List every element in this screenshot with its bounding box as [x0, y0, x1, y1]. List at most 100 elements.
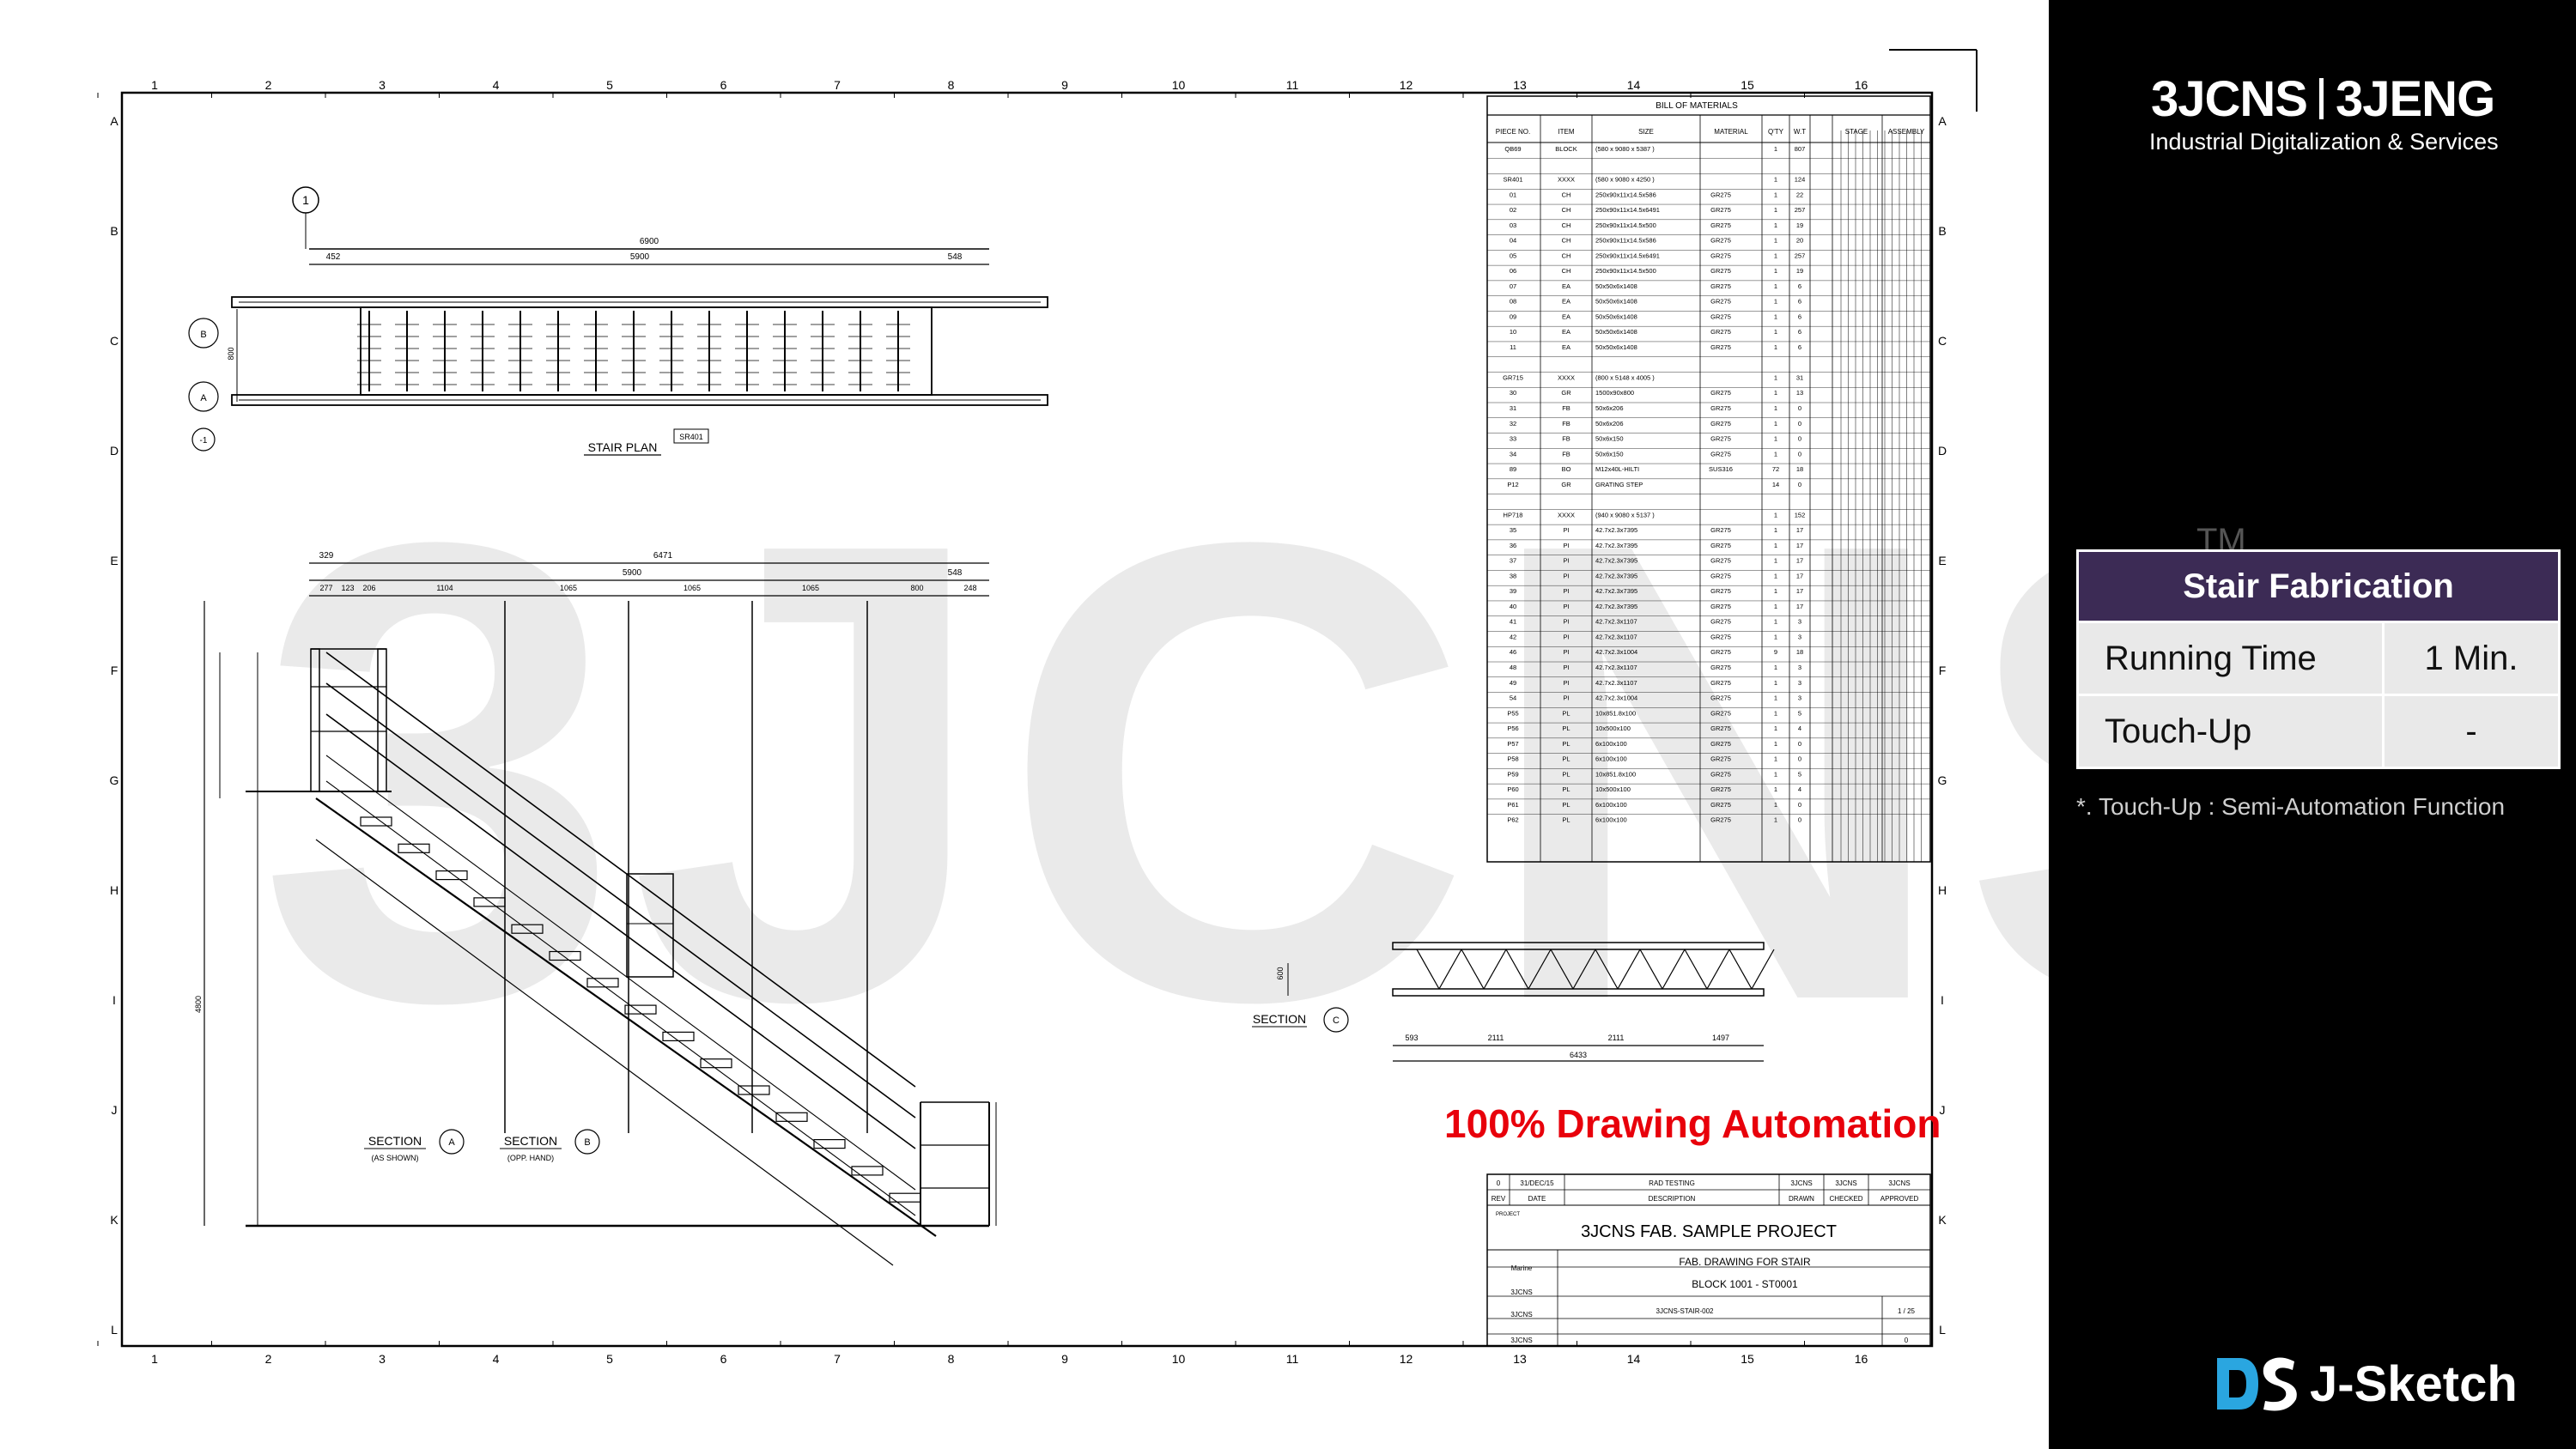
- bom-cell: QB69: [1504, 145, 1521, 153]
- grid-row-label: D: [1938, 444, 1947, 458]
- bom-cell: PI: [1563, 618, 1569, 626]
- bom-cell: 40: [1510, 603, 1516, 610]
- drawing-area: 3JCNS 1122334455667788991010111112121313…: [97, 49, 2049, 1366]
- bom-cell: 1: [1774, 267, 1777, 275]
- bom-cell: 31: [1510, 404, 1516, 412]
- bom-cell: 42.7x2.3x1107: [1595, 618, 1637, 626]
- bom-cell: 42.7x2.3x7395: [1595, 526, 1637, 534]
- stair-step: [360, 816, 392, 827]
- dimension-text: 5900: [630, 252, 650, 262]
- title-label: PROJECT: [1496, 1212, 1520, 1217]
- grid-column-label: 3: [379, 78, 386, 92]
- bom-cell: 1: [1774, 618, 1777, 626]
- checked-by: 3JCNS: [1510, 1311, 1532, 1319]
- headline: 100% Drawing Automation: [1444, 1101, 1941, 1146]
- bom-cell: 1: [1774, 206, 1777, 214]
- bom-cell: GR275: [1710, 572, 1731, 579]
- bom-cell: 1: [1774, 664, 1777, 671]
- revision-cell: 3JCNS: [1888, 1179, 1910, 1187]
- info-row-running-time: Running Time 1 Min.: [2079, 621, 2558, 694]
- grid-row-label: I: [1941, 993, 1944, 1007]
- stair-step: [775, 1112, 808, 1122]
- bom-cell: P62: [1507, 816, 1518, 824]
- bom-cell: 1: [1774, 633, 1777, 640]
- bom-cell: 04: [1510, 237, 1516, 245]
- bom-cell: GR275: [1710, 709, 1731, 717]
- bom-cell: 42.7x2.3x1004: [1595, 648, 1637, 656]
- revision-number: 0: [1905, 1337, 1909, 1344]
- bom-cell: 41: [1510, 618, 1516, 626]
- bom-cell: PI: [1563, 664, 1569, 671]
- bom-cell: PI: [1563, 648, 1569, 656]
- detail-marker-label: 1: [302, 193, 309, 207]
- chord-top: [1392, 942, 1765, 950]
- bom-cell: 17: [1796, 603, 1803, 610]
- bom-cell: 10x500x100: [1595, 785, 1631, 793]
- stair-step: [586, 978, 619, 988]
- bom-cell: 3: [1798, 679, 1801, 687]
- watermark: 3JCNS: [258, 408, 2049, 1137]
- grid-row-label: K: [110, 1213, 118, 1227]
- grid-row-label: F: [111, 664, 118, 677]
- stair-stringer: [315, 839, 894, 1266]
- revision-cell: RAD TESTING: [1649, 1179, 1695, 1187]
- bom-cell: 0: [1798, 755, 1801, 763]
- grid-column-label: 4: [493, 1352, 500, 1366]
- grid-column-label: 14: [1627, 78, 1641, 92]
- dimension-text: 123: [341, 584, 354, 592]
- bom-cell: GR275: [1710, 343, 1731, 351]
- bom-cell: 250x90x11x14.5x500: [1595, 267, 1656, 275]
- drawn-by: 3JCNS: [1510, 1288, 1532, 1296]
- grid-column-label: 2: [265, 78, 272, 92]
- bom-cell: 42.7x2.3x1107: [1595, 633, 1637, 640]
- bom-cell: CH: [1562, 252, 1571, 259]
- bom-cell: PL: [1562, 724, 1570, 732]
- stair-step: [511, 924, 544, 934]
- bom-cell: P12: [1507, 481, 1518, 488]
- dimension-text: 600: [1276, 967, 1285, 979]
- bom-cell: 1500x90x800: [1595, 389, 1634, 397]
- bom-cell: GR275: [1710, 664, 1731, 671]
- bom-cell: 35: [1510, 526, 1516, 534]
- bom-cell: PI: [1563, 633, 1569, 640]
- section-marker-label: A: [200, 393, 207, 403]
- bom-cell: PL: [1562, 785, 1570, 793]
- grid-column-label: 10: [1172, 78, 1186, 92]
- bom-cell: 1: [1774, 740, 1777, 748]
- info-table: Stair Fabrication Running Time 1 Min. To…: [2076, 549, 2561, 769]
- section-marker-label: B: [200, 330, 206, 340]
- bom-cell: GR275: [1710, 740, 1731, 748]
- bom-cell: 1: [1774, 343, 1777, 351]
- grid-column-label: 14: [1627, 1352, 1641, 1366]
- dimension-text: 800: [227, 347, 235, 360]
- info-label: Touch-Up: [2079, 696, 2385, 767]
- bom-cell: XXXX: [1558, 176, 1575, 184]
- bom-cell: 48: [1510, 664, 1516, 671]
- bom-cell: CH: [1562, 221, 1571, 229]
- bom-cell: GR275: [1710, 526, 1731, 534]
- grid-row-label: E: [110, 554, 118, 567]
- truss-diagonal: [1416, 949, 1440, 990]
- stair-step: [549, 950, 581, 961]
- bom-cell: XXXX: [1558, 511, 1575, 518]
- bom-cell: 10x851.8x100: [1595, 770, 1636, 778]
- bom-cell: FB: [1562, 420, 1571, 427]
- revision-header: DATE: [1528, 1195, 1546, 1203]
- bom-cell: GR275: [1710, 420, 1731, 427]
- grid-row-label: A: [110, 114, 118, 128]
- bom-cell: 33: [1510, 435, 1516, 443]
- info-value: -: [2385, 696, 2558, 767]
- view-ref: SR401: [679, 433, 703, 441]
- bom-cell: 42.7x2.3x7395: [1595, 587, 1637, 595]
- bom-cell: P58: [1507, 755, 1518, 763]
- handrail: [325, 713, 916, 1149]
- bom-cell: 1: [1774, 572, 1777, 579]
- bom-cell: CH: [1562, 206, 1571, 214]
- bom-cell: 42.7x2.3x7395: [1595, 557, 1637, 565]
- grid-column-label: 13: [1513, 1352, 1527, 1366]
- bom-cell: 11: [1510, 343, 1516, 351]
- handrail: [325, 652, 916, 1088]
- bom-cell: GR275: [1710, 206, 1731, 214]
- bom-cell: 1: [1774, 312, 1777, 320]
- bom-header: PIECE NO.: [1496, 128, 1530, 136]
